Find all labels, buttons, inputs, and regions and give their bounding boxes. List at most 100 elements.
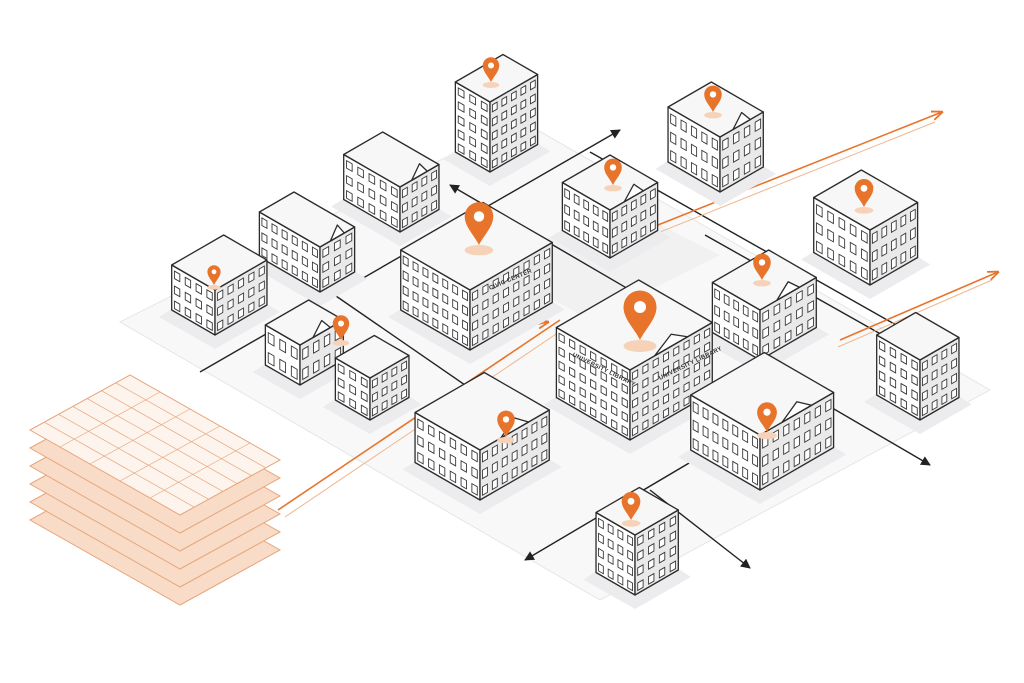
window [558,346,565,359]
window [722,436,729,451]
window [237,292,245,305]
window [690,125,698,139]
building-windows [878,340,957,417]
window [621,424,628,437]
window [598,532,604,545]
window [733,315,740,329]
window [480,128,488,141]
map-pin-hall-north [604,158,622,192]
window [195,312,202,325]
window [368,172,376,186]
window [402,285,409,298]
window [693,347,700,359]
window [381,385,388,397]
window [432,302,439,315]
window [690,143,698,158]
map-pin-icon [207,265,221,285]
window [890,219,897,234]
window [248,286,255,299]
window [617,528,624,541]
pediment [623,183,644,203]
window [449,470,457,484]
window [573,193,580,206]
window [261,247,268,260]
window [502,271,510,284]
window [816,203,823,218]
window [693,375,700,387]
window [642,391,649,403]
window [462,304,468,317]
window [510,118,517,130]
window [669,515,677,528]
window [951,372,957,385]
building-museum-east [699,249,829,374]
window [184,276,192,289]
window [422,266,429,279]
window [184,291,192,304]
window [871,267,878,281]
pin-dot [634,301,646,313]
window [878,385,886,398]
window [301,255,308,268]
window [712,430,719,445]
window [379,179,387,192]
window [480,142,488,155]
window [640,225,647,238]
window [432,272,439,285]
window [248,271,255,284]
window [701,167,708,182]
window [302,365,309,381]
window [333,269,341,282]
window [391,185,398,199]
window [291,264,298,277]
window [530,135,536,147]
window [652,413,659,425]
pin-shadow [332,340,350,346]
window [723,326,730,340]
map-pin-icon [704,85,722,112]
building-house-northwest-1 [331,131,452,246]
window [611,241,618,255]
window [648,542,655,555]
window [648,572,655,585]
window [683,395,690,407]
window [662,365,670,377]
building-south-east [678,351,847,504]
window [195,282,202,295]
window [704,327,711,339]
window [412,275,419,288]
window [611,418,618,431]
window [520,126,527,139]
window [558,360,565,373]
doc-row-line [72,406,224,492]
window [701,131,708,145]
window [371,405,378,417]
window [460,476,467,490]
window [712,449,719,463]
window [449,453,457,467]
window [421,175,428,188]
window [457,87,465,99]
window [931,368,938,381]
pin-dot [502,416,510,423]
window [457,143,465,155]
window [742,429,749,444]
window [544,247,551,260]
window [412,290,419,303]
window [773,319,781,333]
window [579,344,586,357]
window [742,466,749,480]
window [630,198,637,212]
window [402,300,409,313]
window [648,527,655,540]
window [592,236,599,249]
window [345,262,353,275]
window [621,220,628,233]
window [401,216,408,229]
map-pin-south-east [757,402,777,440]
window [401,360,407,372]
window [462,334,468,347]
doc-row-line [58,413,209,500]
window [530,93,536,105]
window [349,369,357,382]
